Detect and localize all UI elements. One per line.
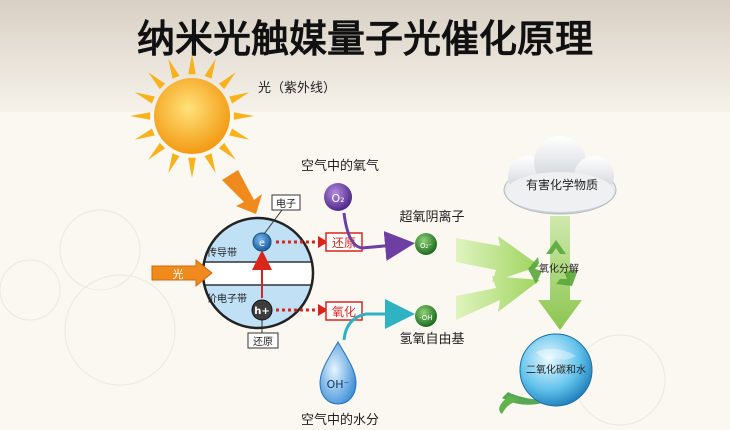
sun-ray bbox=[168, 58, 180, 79]
reduction-box bbox=[325, 232, 363, 252]
oxygen-molecule-icon bbox=[324, 183, 352, 211]
sun-ray bbox=[130, 112, 151, 120]
title-band bbox=[0, 0, 730, 112]
oxygen-label: 空气中的氧气 bbox=[301, 158, 379, 174]
cloud-icon bbox=[503, 136, 617, 215]
sun-ray bbox=[168, 153, 180, 174]
electron-tag-line bbox=[263, 209, 283, 235]
sun-ray bbox=[233, 112, 254, 120]
decompose-down-arrow bbox=[538, 216, 582, 330]
conduction-band-label: 传导带 bbox=[207, 247, 237, 259]
sun-ray bbox=[188, 157, 196, 178]
hydroxyl-icon bbox=[415, 305, 437, 327]
superoxide-label: 超氧阴离子 bbox=[399, 209, 464, 225]
recycle-icon bbox=[528, 240, 578, 286]
hole-symbol: h+ bbox=[254, 306, 270, 317]
oxygen-symbol: O₂ bbox=[331, 192, 344, 205]
sun-ray bbox=[148, 142, 166, 160]
oxidation-arrowhead bbox=[318, 304, 328, 316]
valence-band-label: 价电子带 bbox=[207, 292, 247, 305]
oxidation-box bbox=[325, 301, 363, 321]
electron-tag-label: 电子 bbox=[276, 197, 296, 210]
water-symbol: OH⁻ bbox=[327, 378, 350, 391]
sun-ray bbox=[188, 54, 196, 75]
decompose-label: 氧化分解 bbox=[539, 262, 579, 275]
electron-tag-box bbox=[271, 194, 301, 211]
light-arrow-label: 光 bbox=[173, 267, 184, 281]
hydroxyl-to-decompose-arrow bbox=[456, 276, 540, 320]
sunlight-arrow bbox=[222, 170, 262, 214]
superoxide-icon bbox=[415, 233, 437, 255]
sun-ray bbox=[148, 72, 166, 90]
superoxide-symbol: O₂⁻ bbox=[420, 242, 432, 250]
water-label: 空气中的水分 bbox=[301, 412, 379, 428]
harmful-substance-label: 有害化学物质 bbox=[526, 177, 598, 192]
page-title: 纳米光触媒量子光催化原理 bbox=[137, 17, 593, 61]
sun-ray bbox=[134, 92, 155, 104]
light-label: 光（紫外线） bbox=[258, 81, 336, 96]
hole-tag-label: 还原 bbox=[253, 336, 273, 348]
sun-ray bbox=[204, 153, 216, 174]
hole-tag-box bbox=[247, 332, 279, 349]
result-label: 二氧化碳和水 bbox=[526, 363, 586, 376]
reduction-arrowhead bbox=[318, 236, 328, 248]
superoxide-to-decompose-arrow bbox=[456, 236, 540, 282]
water-drop-icon bbox=[319, 341, 357, 405]
hydroxyl-symbol: ·OH bbox=[420, 314, 433, 322]
oxygen-flow-arrow bbox=[342, 212, 415, 261]
sun-ray bbox=[134, 128, 155, 140]
light-arrow bbox=[151, 258, 213, 288]
sun-ray bbox=[204, 58, 216, 79]
sun-ray bbox=[229, 92, 250, 104]
sun-ray bbox=[218, 142, 236, 160]
oxidation-label: 氧化 bbox=[332, 305, 356, 319]
electron-symbol: e bbox=[259, 238, 265, 249]
sun-icon bbox=[130, 54, 254, 178]
sun-ray bbox=[218, 72, 236, 90]
hydroxyl-label: 氢氧自由基 bbox=[399, 332, 464, 347]
water-flow-arrow bbox=[342, 299, 415, 341]
globe-icon bbox=[499, 333, 593, 414]
sun-ray bbox=[229, 128, 250, 140]
